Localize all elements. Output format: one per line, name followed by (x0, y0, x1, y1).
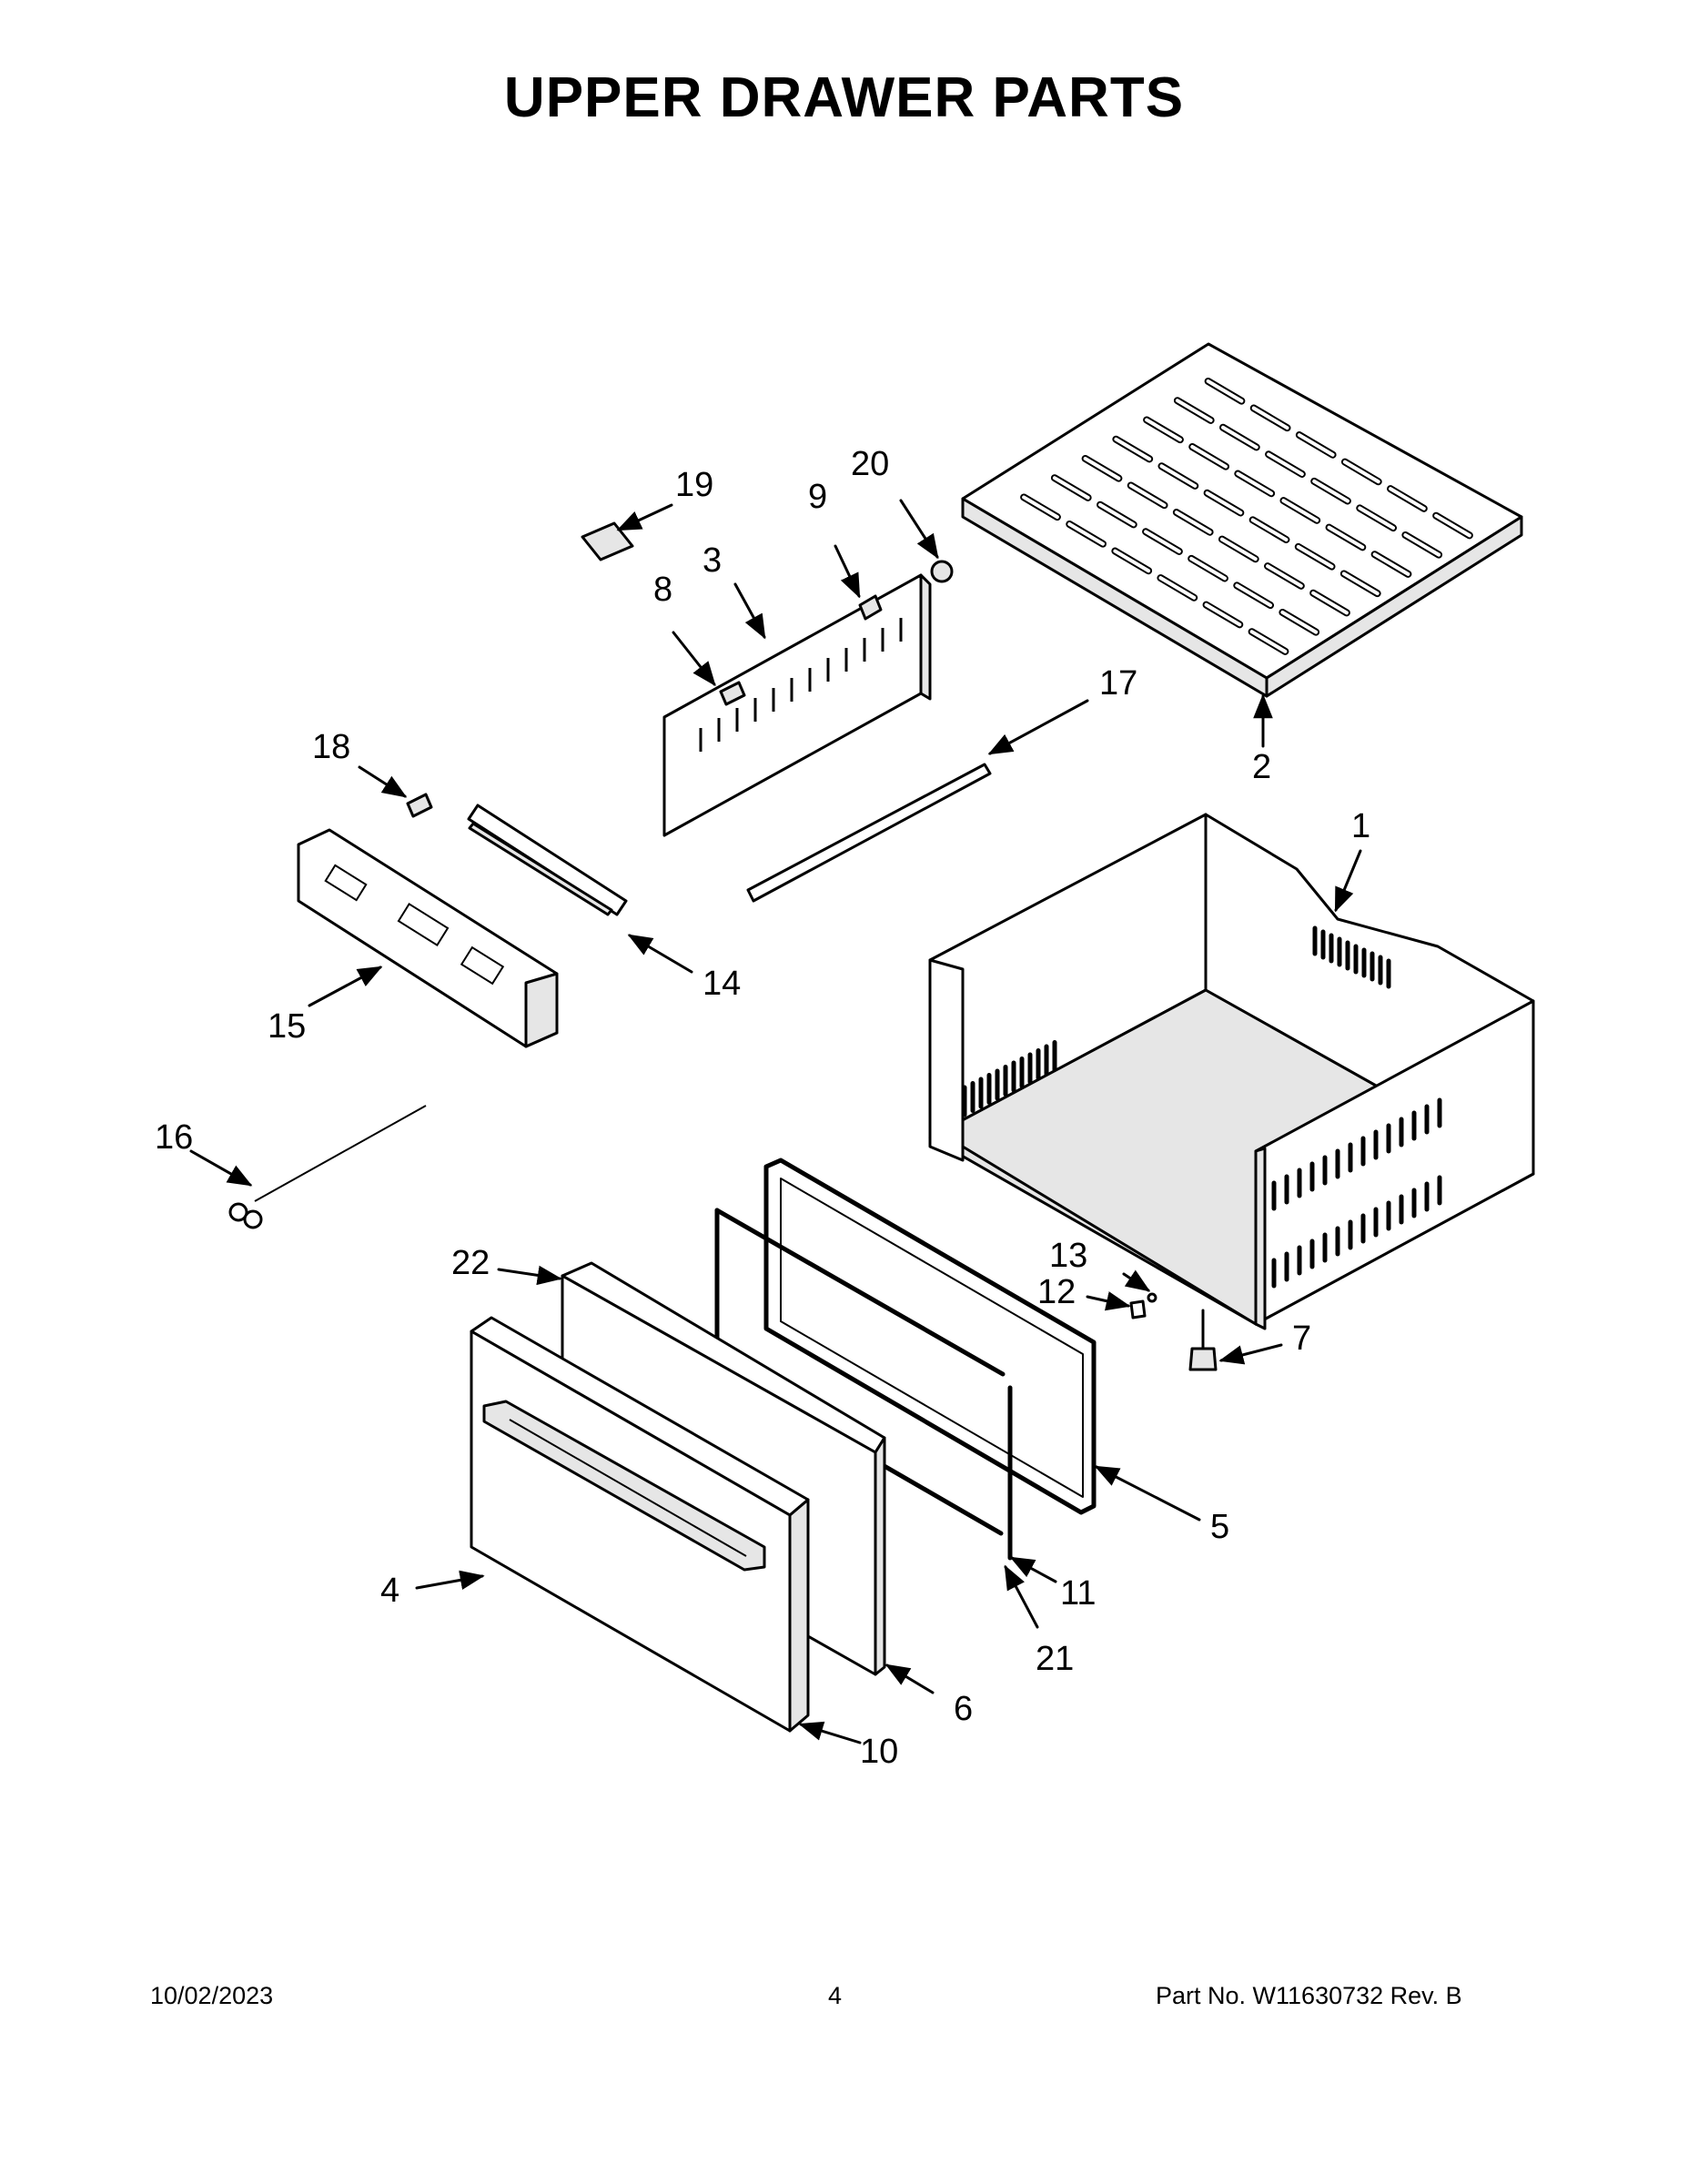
callout-16: 16 (155, 1118, 193, 1157)
callout-7: 7 (1292, 1320, 1311, 1358)
shelf-slot-inner (1281, 499, 1319, 522)
callout-11: 11 (1060, 1574, 1096, 1613)
part-15-control-housing (297, 828, 559, 1048)
shelf-slot-inner (1219, 537, 1258, 561)
callout-18: 18 (312, 728, 350, 766)
shelf-slot-inner (1267, 452, 1304, 476)
shelf-slot-inner (1206, 379, 1244, 403)
part-2-cover-shelf (961, 342, 1523, 698)
shelf-slot-inner (1098, 502, 1136, 527)
shelf-slot-inner (1174, 511, 1212, 534)
part-8-screw (719, 681, 746, 706)
footer-page-number: 4 (828, 1982, 843, 2009)
part-9-screw (858, 594, 883, 621)
shelf-slot-inner (1204, 602, 1242, 627)
callout-4: 4 (380, 1572, 399, 1610)
callout-6: 6 (954, 1690, 973, 1728)
callout-10: 10 (860, 1733, 898, 1771)
shelf-slot-inner (1389, 487, 1426, 511)
part-14-bracket (467, 804, 628, 916)
callout-12: 12 (1037, 1273, 1076, 1311)
part-20-nut (930, 560, 954, 583)
part-5-gasket (763, 1158, 1097, 1515)
shelf-slot-inner (1144, 530, 1181, 553)
callout-2: 2 (1252, 748, 1271, 786)
part-12-clip (1129, 1299, 1147, 1320)
shelf-slot-inner (1052, 476, 1090, 500)
shelf-slot-inner (1297, 433, 1335, 457)
shelf-slot-inner (1249, 630, 1288, 653)
callout-3: 3 (702, 541, 722, 580)
part-10-drawer-front (470, 1316, 810, 1733)
callout-9: 9 (808, 478, 827, 516)
shelf-slot-inner (1342, 460, 1380, 484)
shelf-slot-inner (1158, 576, 1197, 600)
shelf-slot-inner (1189, 556, 1227, 581)
shelf-slot-inner (1236, 471, 1274, 496)
callout-5: 5 (1210, 1508, 1229, 1546)
shelf-slot-inner (1372, 552, 1410, 576)
callout-1: 1 (1351, 807, 1370, 845)
shelf-slot-inner (1280, 610, 1319, 634)
callout-22: 22 (451, 1244, 490, 1282)
footer-part-number: Part No. W11630732 Rev. B (1156, 1982, 1462, 2009)
callout-labels: 19 20 9 3 8 17 2 1 18 14 15 16 22 13 12 … (155, 445, 1370, 1771)
callout-14: 14 (702, 965, 741, 1003)
shelf-slot-inner (1114, 437, 1152, 461)
callout-8: 8 (653, 571, 672, 609)
shelf-slot-inner (1145, 418, 1182, 442)
page-title: UPPER DRAWER PARTS (503, 66, 1185, 129)
part-18-screw (406, 793, 433, 818)
callout-19: 19 (675, 466, 713, 504)
shelf-slot-inner (1358, 506, 1396, 531)
shelf-slot-inner (1128, 483, 1167, 508)
callout-13: 13 (1049, 1237, 1087, 1275)
shelf-slot-inner (1327, 525, 1365, 550)
part-7-screw (1188, 1309, 1218, 1371)
shelf-slot-inner (1341, 571, 1380, 596)
part-3-rear-panel (662, 573, 932, 837)
shelf-slot-inner (1190, 445, 1228, 469)
shelf-slot-inner (1221, 425, 1258, 450)
part-1-drawer-bin (928, 813, 1535, 1330)
leader-arrows (189, 499, 1362, 1744)
shelf-slot-inner (1251, 406, 1289, 430)
part-16-wire-harness (228, 1105, 427, 1229)
shelf-slot-inner (1312, 479, 1349, 503)
shelf-slot-inner (1205, 490, 1243, 515)
shelf-slot-inner (1434, 513, 1471, 538)
shelf-slot-inner (1159, 464, 1198, 488)
shelf-slot-inner (1022, 495, 1059, 520)
callout-20: 20 (851, 445, 889, 483)
shelf-slot-inner (1175, 399, 1213, 422)
callout-15: 15 (268, 1007, 306, 1046)
part-13-screw (1147, 1292, 1157, 1303)
part-19-clip (581, 521, 634, 561)
shelf-slot-inner (1250, 518, 1289, 542)
shelf-slot-inner (1296, 544, 1334, 569)
part-17-strip (746, 763, 992, 903)
shelf-slot-inner (1067, 522, 1105, 546)
shelf-slot-inner (1083, 456, 1121, 480)
shelf-slot-inner (1235, 583, 1273, 608)
callout-21: 21 (1036, 1640, 1074, 1678)
shelf-slot-inner (1113, 549, 1151, 573)
callout-17: 17 (1099, 664, 1137, 703)
shelf-slot-inner (1311, 591, 1349, 615)
shelf-slot-inner (1266, 564, 1303, 588)
footer-date: 10/02/2023 (150, 1982, 274, 2009)
shelf-slot-inner (1403, 532, 1441, 557)
